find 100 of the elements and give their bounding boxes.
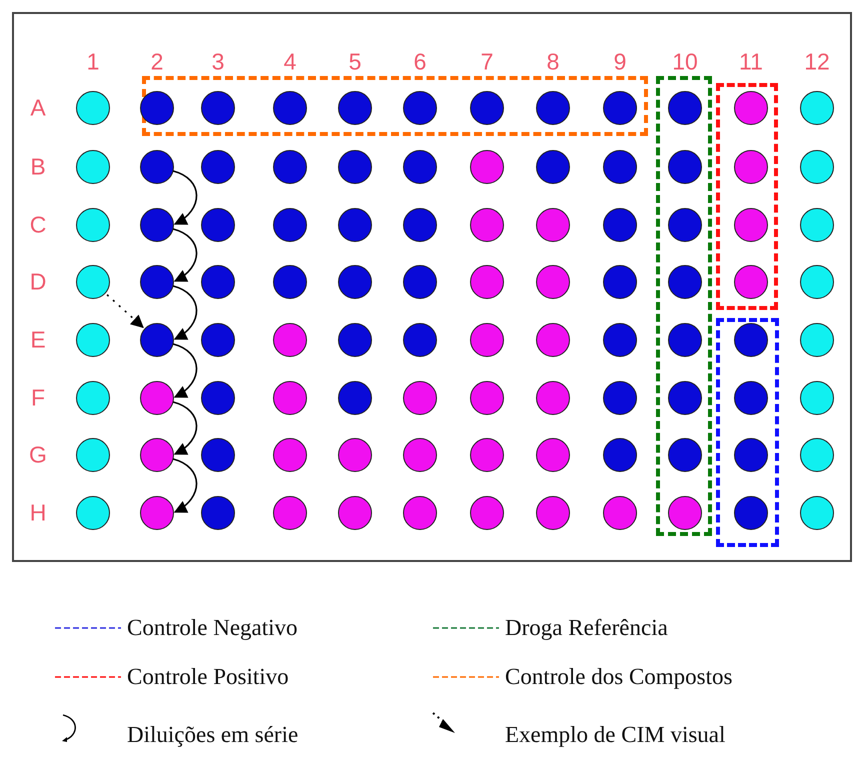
well [668, 496, 702, 530]
well [201, 208, 235, 242]
well [536, 265, 570, 299]
well [201, 150, 235, 184]
well [800, 381, 834, 415]
well [800, 91, 834, 125]
column-number: 12 [804, 50, 830, 74]
well [800, 323, 834, 357]
well [734, 150, 768, 184]
well [470, 438, 504, 472]
well [403, 91, 437, 125]
well [273, 91, 307, 125]
well [800, 150, 834, 184]
well [470, 208, 504, 242]
well [338, 150, 372, 184]
row-letter: C [30, 214, 46, 236]
well [536, 150, 570, 184]
well [603, 323, 637, 357]
well [76, 438, 110, 472]
dotted-arrow [106, 294, 144, 328]
row-letter: D [30, 270, 46, 294]
well [338, 323, 372, 357]
well [338, 265, 372, 299]
column-number: 8 [546, 50, 560, 74]
row-letter: F [30, 386, 46, 410]
well [403, 496, 437, 530]
well [403, 323, 437, 357]
well [140, 496, 174, 530]
well [338, 208, 372, 242]
well [201, 323, 235, 357]
column-number: 1 [86, 50, 100, 74]
well [273, 208, 307, 242]
well [201, 91, 235, 125]
dashed-frame [716, 318, 779, 547]
column-number: 10 [672, 50, 698, 74]
column-number: 11 [739, 50, 763, 74]
well [76, 91, 110, 125]
well [734, 323, 768, 357]
well [603, 496, 637, 530]
well [403, 381, 437, 415]
well [800, 208, 834, 242]
well [603, 381, 637, 415]
column-number: 2 [150, 50, 164, 74]
well [470, 150, 504, 184]
well [603, 265, 637, 299]
well [273, 496, 307, 530]
well [140, 208, 174, 242]
legend-label: Diluições em série [127, 723, 298, 746]
column-number: 6 [414, 50, 426, 74]
well [76, 150, 110, 184]
row-letter: B [30, 156, 46, 178]
well [603, 438, 637, 472]
row-letter: H [30, 502, 46, 524]
dashed-frame [656, 76, 712, 536]
well [140, 381, 174, 415]
well [536, 496, 570, 530]
well [470, 265, 504, 299]
well [140, 91, 174, 125]
well [76, 265, 110, 299]
row-letter: A [30, 96, 46, 120]
well [734, 208, 768, 242]
well [201, 381, 235, 415]
well [338, 496, 372, 530]
curved-arrow [172, 401, 198, 455]
column-number: 4 [284, 50, 296, 74]
curved-arrow [172, 458, 198, 513]
well [668, 150, 702, 184]
plate-frame [12, 12, 852, 562]
well [668, 265, 702, 299]
legend-label: Controle Positivo [127, 665, 289, 688]
well [470, 323, 504, 357]
legend-label: Controle dos Compostos [505, 665, 732, 688]
well [140, 150, 174, 184]
well [201, 438, 235, 472]
well [668, 91, 702, 125]
well [76, 323, 110, 357]
well [273, 265, 307, 299]
well [668, 323, 702, 357]
well [403, 438, 437, 472]
well [734, 265, 768, 299]
well [603, 150, 637, 184]
well [668, 438, 702, 472]
column-number: 3 [212, 50, 224, 74]
well [536, 438, 570, 472]
column-number: 5 [348, 50, 362, 74]
well [800, 496, 834, 530]
legend-label: Controle Negativo [127, 616, 298, 639]
well [403, 208, 437, 242]
well [668, 208, 702, 242]
curved-arrow [172, 343, 198, 398]
curved-arrow [172, 228, 198, 282]
well [536, 208, 570, 242]
well [201, 496, 235, 530]
curved-arrow [172, 285, 198, 340]
well [273, 150, 307, 184]
well [403, 150, 437, 184]
legend-label: Droga Referência [505, 616, 668, 639]
well [800, 438, 834, 472]
well [603, 91, 637, 125]
well [734, 438, 768, 472]
